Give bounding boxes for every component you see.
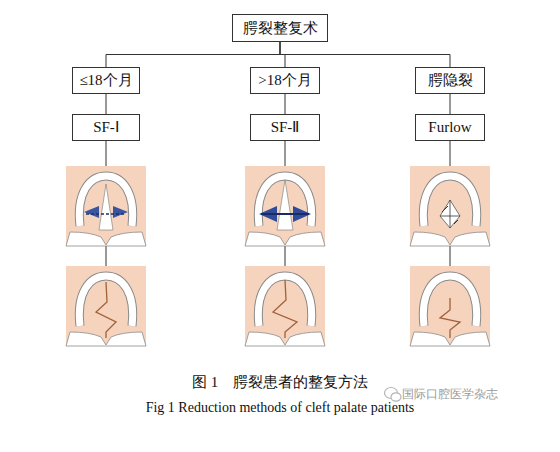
box-label: 腭裂整复术 [243, 20, 318, 37]
box-label: SF-Ⅱ [271, 119, 300, 136]
tree-connector [450, 94, 451, 114]
box-label: >18个月 [258, 72, 311, 89]
process-box: 腭裂整复术 [232, 14, 328, 42]
process-box: 腭隐裂 [415, 67, 485, 94]
tree-connector [280, 42, 450, 67]
watermark: 国际口腔医学杂志 [402, 386, 498, 403]
box-label: ≤18个月 [79, 72, 132, 89]
palate-illustration [245, 266, 325, 346]
leader-lines [106, 141, 450, 266]
box-label: 腭隐裂 [428, 72, 473, 89]
process-box: Furlow [415, 114, 485, 141]
process-box: >18个月 [250, 67, 320, 94]
process-box: SF-Ⅱ [250, 114, 320, 141]
caption-english: Fig 1 Reduction methods of cleft palate … [0, 400, 560, 416]
box-label: SF-Ⅰ [93, 119, 119, 136]
watermark-icon [385, 388, 402, 402]
tree-connector [280, 42, 285, 67]
palate-illustration [66, 266, 146, 346]
palate-illustration [66, 166, 146, 246]
palate-illustration [410, 266, 490, 346]
tree-connector [106, 42, 280, 67]
process-box: SF-Ⅰ [72, 114, 140, 141]
process-box: ≤18个月 [72, 67, 140, 94]
tree-connector [285, 94, 286, 114]
palate-illustration [410, 166, 490, 246]
palate-illustration [245, 166, 325, 246]
tree-connector [106, 94, 107, 114]
box-label: Furlow [428, 119, 471, 136]
